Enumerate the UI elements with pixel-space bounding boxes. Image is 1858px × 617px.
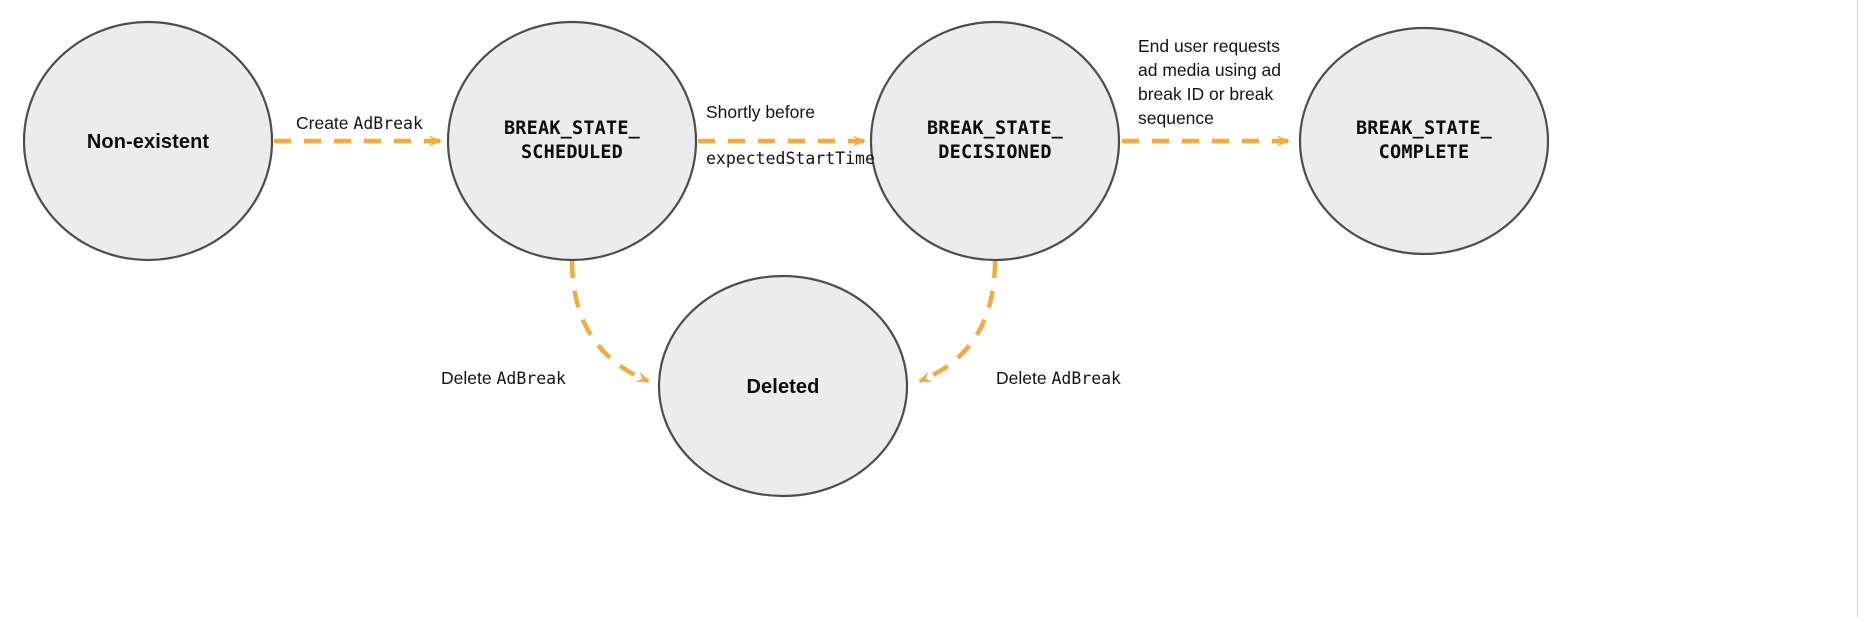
node-break-state-scheduled[interactable]	[446, 20, 698, 262]
node-non-existent[interactable]	[22, 20, 274, 262]
edge-delete-adbreak-from-decisioned	[918, 260, 998, 384]
node-break-state-complete[interactable]	[1298, 26, 1550, 256]
edge-delete-adbreak-from-scheduled	[569, 260, 650, 384]
node-deleted[interactable]	[657, 274, 909, 498]
node-break-state-decisioned[interactable]	[869, 20, 1121, 262]
